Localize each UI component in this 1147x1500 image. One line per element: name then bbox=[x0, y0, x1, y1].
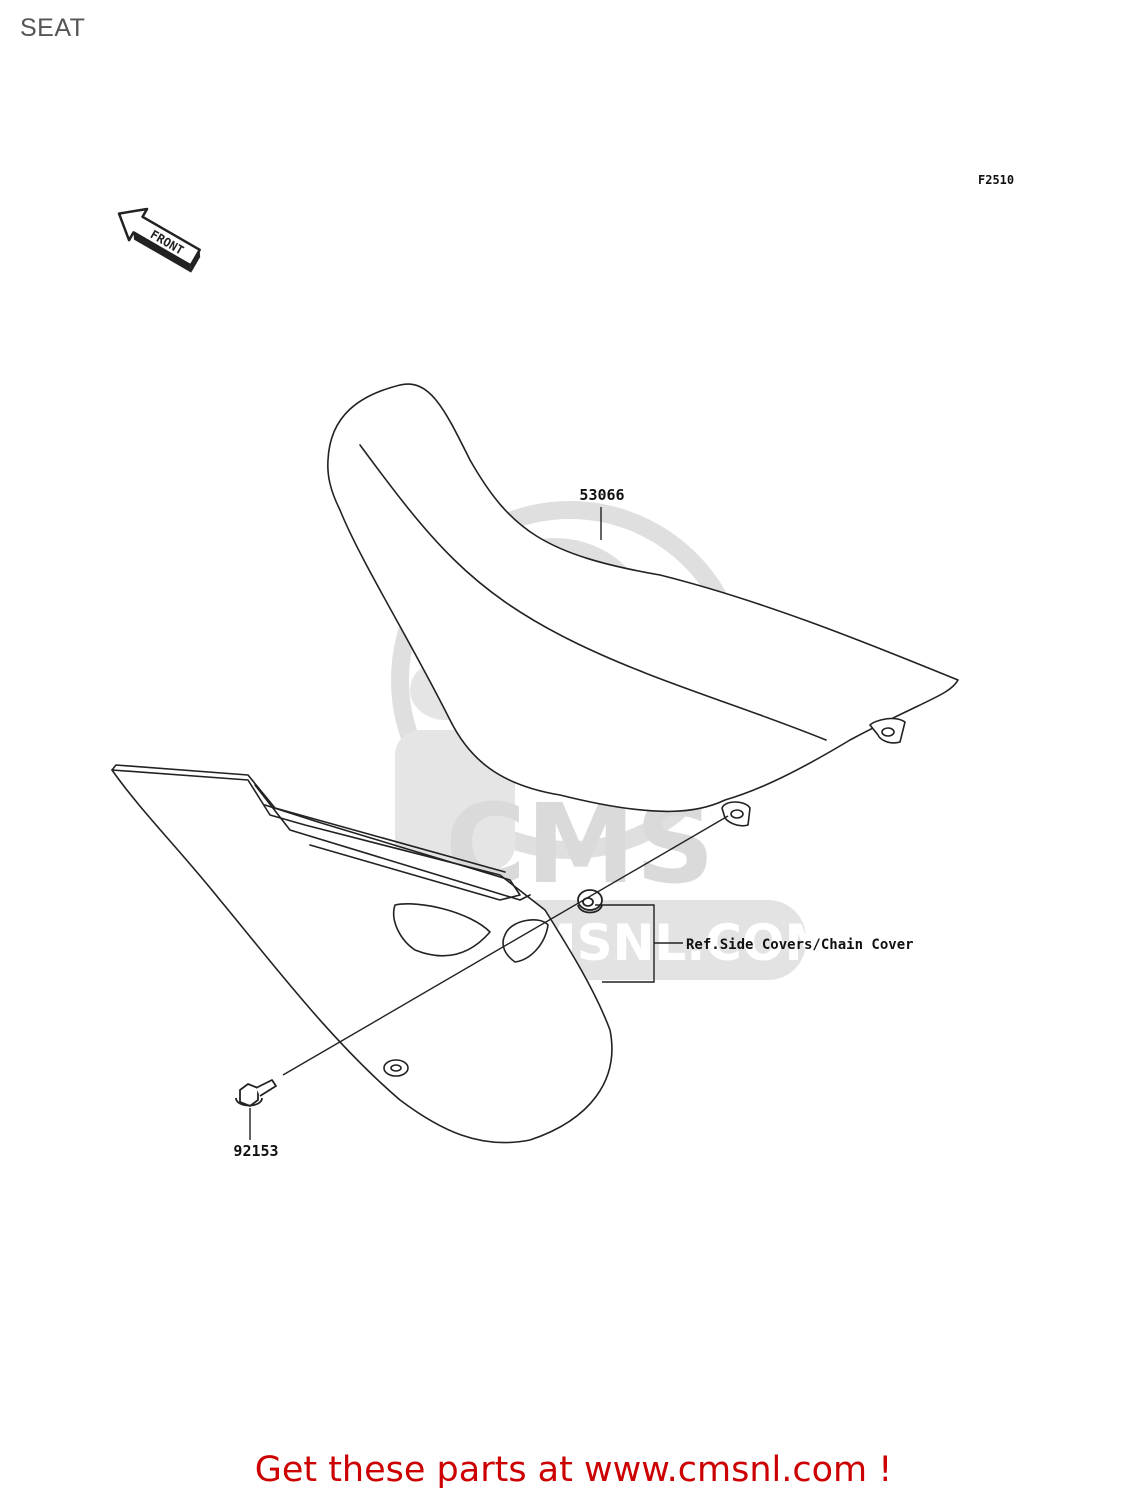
side-cover-reference-part bbox=[111, 764, 613, 1144]
part-number-92153: 92153 bbox=[233, 1142, 278, 1160]
page-title: SEAT bbox=[20, 14, 86, 42]
assembly-line bbox=[282, 815, 729, 1076]
seat-part-53066 bbox=[327, 383, 959, 827]
leader-lines bbox=[249, 507, 683, 1140]
front-direction-arrow: FRONT bbox=[117, 207, 201, 273]
reference-note: Ref.Side Covers/Chain Cover bbox=[686, 937, 914, 953]
bolt-part-92153 bbox=[235, 1079, 277, 1107]
part-number-53066: 53066 bbox=[579, 486, 624, 504]
footer-promo-link[interactable]: Get these parts at www.cmsnl.com ! bbox=[254, 1450, 893, 1490]
figure-code: F2510 bbox=[978, 173, 1014, 187]
